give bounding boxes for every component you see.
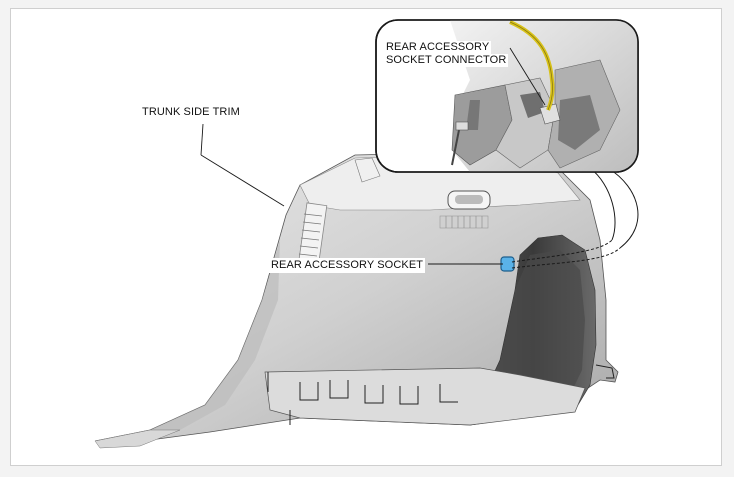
- label-trunk-side-trim: TRUNK SIDE TRIM: [142, 106, 240, 119]
- label-rear-accessory-socket: REAR ACCESSORY SOCKET: [269, 258, 426, 273]
- label-connector-line1: REAR ACCESSORY: [384, 41, 492, 54]
- trunk-side-trim-leader: [200, 123, 204, 156]
- connector-leader: [509, 47, 546, 106]
- trim-vent-grille: [298, 202, 328, 262]
- label-connector-line2: SOCKET CONNECTOR: [384, 54, 509, 67]
